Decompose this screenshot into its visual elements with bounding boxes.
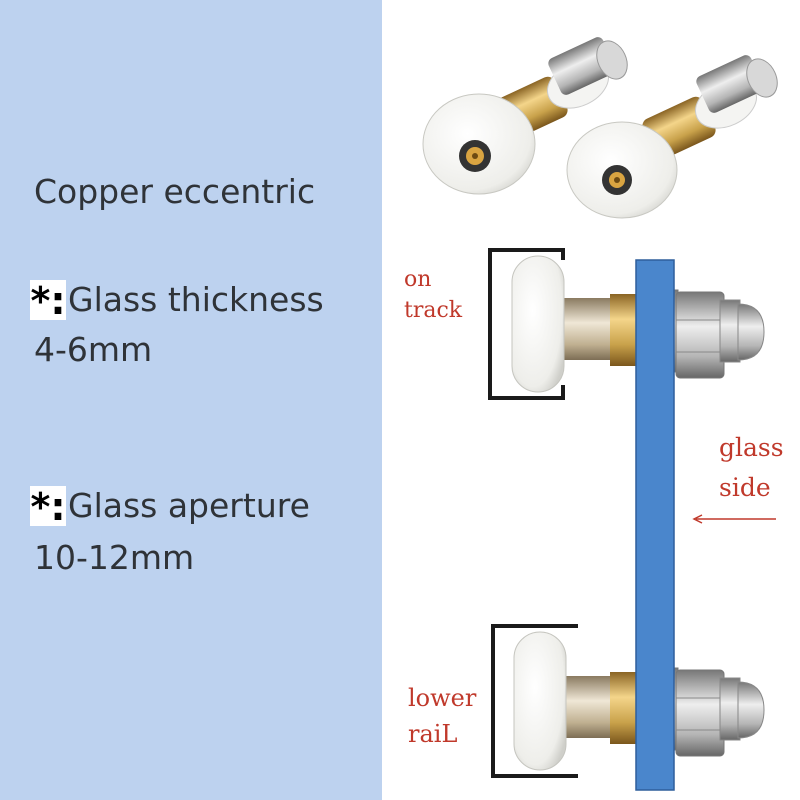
glass-aperture-value: 10-12mm [34, 538, 195, 577]
on-track-label: on track [404, 267, 463, 323]
spec-panel: Copper eccentric *:Glass thickness 4-6mm… [0, 0, 382, 800]
glass-panel [635, 259, 675, 791]
lower-rail-label: lower raiL [408, 684, 477, 748]
glass-thickness-spec: *:Glass thickness [30, 279, 324, 323]
glass-side-label: glass side [719, 433, 784, 502]
glass-aperture-spec: *:Glass aperture [30, 485, 310, 529]
lower-rail-bracket [491, 624, 578, 778]
asterisk-marker: *: [30, 279, 66, 323]
glass-thickness-value: 4-6mm [34, 330, 153, 369]
glass-aperture-label: Glass aperture [68, 486, 310, 525]
roller-product-1 [422, 37, 628, 195]
glass-thickness-label: Glass thickness [68, 280, 324, 319]
upper-roller-assembly [511, 255, 765, 393]
roller-product-2 [566, 55, 778, 219]
arrow-left-icon [692, 514, 776, 524]
upper-track-bracket [488, 248, 565, 400]
asterisk-marker: *: [30, 485, 66, 529]
product-title: Copper eccentric [34, 172, 316, 211]
